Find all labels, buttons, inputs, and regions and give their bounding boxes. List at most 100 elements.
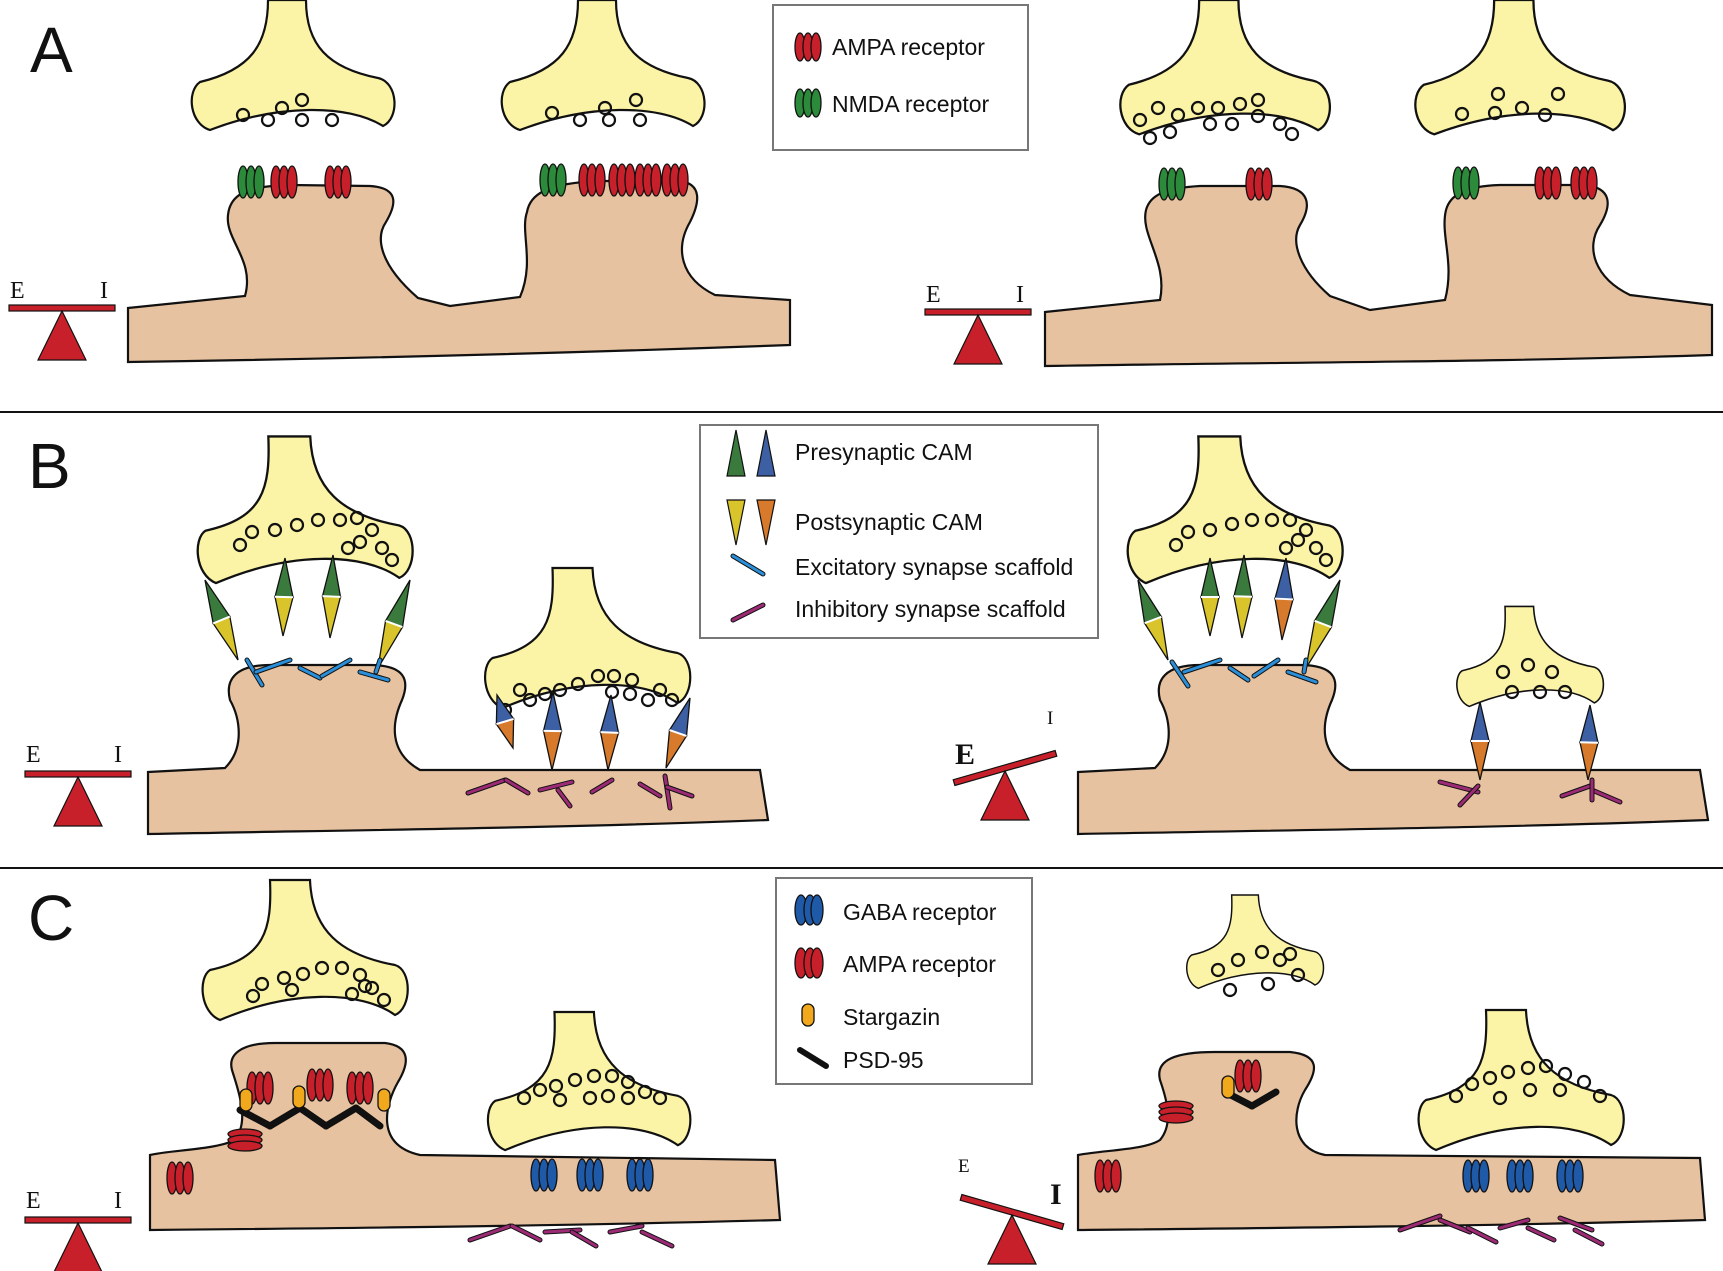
presynaptic-terminal — [1455, 605, 1605, 708]
panel-b: B Presynaptic CAM Postsynaptic CAM Excit… — [24, 424, 1710, 836]
e-label: E — [26, 1188, 41, 1214]
vesicle — [552, 682, 568, 698]
inhibitory-scaffold — [555, 787, 573, 809]
presynaptic-cam-icon — [726, 429, 776, 477]
inhibitory-scaffold — [1572, 1227, 1605, 1247]
vesicle — [1272, 952, 1288, 968]
legend-label: NMDA receptor — [832, 91, 990, 117]
i-label: I — [1016, 282, 1024, 308]
ampa-receptor — [246, 1071, 274, 1105]
vesicle — [567, 1072, 583, 1088]
vesicle — [1264, 512, 1280, 528]
vesicle — [601, 112, 617, 128]
vesicle — [652, 1090, 668, 1106]
gaba-receptor — [1556, 1159, 1584, 1193]
postsynaptic-cam — [212, 615, 239, 661]
inhibitory-scaffold — [639, 1229, 675, 1249]
inhibitory-scaffold — [537, 779, 575, 793]
presynaptic-cam — [204, 579, 231, 625]
i-label: I — [114, 742, 122, 768]
vesicle — [1487, 105, 1503, 121]
i-label: I — [100, 278, 108, 304]
stargazin — [292, 1085, 306, 1109]
vesicle — [597, 100, 613, 116]
postsynaptic-cam — [1200, 596, 1220, 637]
inhibitory-scaffold — [1437, 1217, 1473, 1235]
inhibitory-scaffold — [607, 1223, 645, 1235]
inhibitory-scaffold — [589, 777, 615, 795]
vesicle — [374, 540, 390, 556]
presynaptic-cam — [384, 579, 411, 628]
inhibitory-scaffold — [1525, 1225, 1557, 1243]
presynaptic-cam — [321, 554, 342, 598]
ampa-receptor — [324, 165, 352, 199]
presynaptic-terminal — [1417, 1008, 1625, 1152]
vesicle — [624, 672, 640, 688]
gaba-receptor — [1462, 1159, 1490, 1193]
vesicle — [1290, 532, 1306, 548]
legend-c: GABA receptor AMPA receptor Stargazin PS… — [775, 877, 1033, 1085]
vesicle — [604, 1068, 620, 1084]
ampa-receptor — [1570, 166, 1598, 200]
vesicle — [289, 517, 305, 533]
ampa-receptor — [578, 163, 606, 197]
vesicle — [324, 112, 340, 128]
vesicle — [352, 534, 368, 550]
vesicle — [357, 978, 373, 994]
psd95 — [266, 1104, 304, 1130]
postsynaptic-cam — [542, 730, 563, 771]
vesicle — [1576, 1074, 1592, 1090]
balance-scale: E I — [958, 1156, 1065, 1265]
gaba-receptor — [626, 1158, 654, 1192]
panel-letter: B — [28, 430, 71, 502]
legend-label: Postsynaptic CAM — [795, 509, 983, 535]
nmda-receptor-icon — [794, 88, 822, 118]
legend-label: AMPA receptor — [832, 34, 985, 60]
vesicle — [652, 682, 668, 698]
vesicle — [522, 692, 538, 708]
vesicle — [1272, 116, 1288, 132]
inhibitory-scaffold — [662, 773, 673, 811]
nmda-receptor — [237, 165, 265, 199]
presynaptic-terminal — [1126, 435, 1344, 585]
excitatory-scaffold — [253, 657, 293, 675]
legend-label: GABA receptor — [843, 899, 997, 925]
ampa-receptor — [634, 163, 662, 197]
vesicle — [1168, 537, 1184, 553]
stargazin-icon — [801, 1003, 815, 1027]
vesicle — [582, 1090, 598, 1106]
excitatory-scaffold — [1285, 669, 1319, 685]
e-label: E — [955, 738, 975, 771]
vesicle — [1520, 657, 1536, 673]
vesicle — [1278, 540, 1294, 556]
legend-label: Excitatory synapse scaffold — [795, 554, 1073, 580]
stargazin — [1221, 1075, 1235, 1099]
ampa-receptor — [306, 1068, 334, 1102]
vesicle — [537, 686, 553, 702]
vesicle — [245, 988, 261, 1004]
vesicle — [600, 1088, 616, 1104]
vesicle — [235, 107, 251, 123]
vesicle — [1592, 1088, 1608, 1104]
presynaptic-cam — [1470, 701, 1490, 742]
vesicle — [1557, 1066, 1573, 1082]
vesicle — [1230, 952, 1246, 968]
excitatory-scaffold — [357, 669, 391, 683]
inhibitory-scaffold — [637, 781, 663, 799]
vesicle — [622, 686, 638, 702]
vesicle — [1504, 684, 1520, 700]
vesicle — [310, 512, 326, 528]
presynaptic-cam — [1137, 579, 1163, 625]
excitatory-scaffold — [1301, 657, 1309, 675]
vesicle — [1132, 112, 1148, 128]
inhibitory-scaffold — [664, 784, 695, 799]
inhibitory-scaffold — [1589, 787, 1623, 805]
vesicle — [1170, 107, 1186, 123]
vesicle — [1514, 100, 1530, 116]
dendrite — [1043, 183, 1714, 368]
ampa-receptor-icon — [794, 32, 822, 62]
vesicle — [294, 92, 310, 108]
vesicle — [620, 1074, 636, 1090]
excitatory-scaffold — [1251, 657, 1281, 679]
